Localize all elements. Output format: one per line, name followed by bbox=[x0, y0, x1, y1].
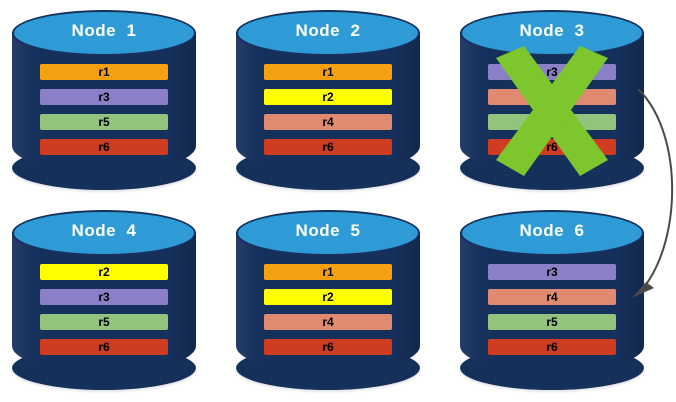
record-bar[interactable]: r1 bbox=[264, 64, 392, 80]
node-3-label: Node 3 bbox=[519, 21, 585, 40]
node-6-label: Node 6 bbox=[519, 221, 585, 240]
cylinder-top bbox=[236, 10, 420, 56]
record-bar[interactable]: r6 bbox=[40, 139, 168, 155]
record-bar[interactable]: r6 bbox=[264, 339, 392, 355]
node-5[interactable]: Node 5 r1 r2 r4 r6 bbox=[236, 210, 420, 390]
node-2-label: Node 2 bbox=[295, 21, 361, 40]
node-4-label: Node 4 bbox=[71, 221, 137, 240]
record-bar[interactable]: r1 bbox=[40, 64, 168, 80]
node-4[interactable]: Node 4 r2 r3 r5 r6 bbox=[12, 210, 196, 390]
node-4-records: r2 r3 r5 r6 bbox=[40, 264, 168, 355]
record-bar[interactable]: r2 bbox=[40, 264, 168, 280]
node-2[interactable]: Node 2 r1 r2 r4 r6 bbox=[236, 10, 420, 190]
record-bar[interactable]: r5 bbox=[488, 314, 616, 330]
record-bar[interactable]: r1 bbox=[264, 264, 392, 280]
cylinder-top bbox=[12, 210, 196, 256]
record-bar[interactable]: r3 bbox=[40, 289, 168, 305]
record-bar[interactable]: r4 bbox=[264, 114, 392, 130]
node-1-label: Node 1 bbox=[71, 21, 137, 40]
node-5-records: r1 r2 r4 r6 bbox=[264, 264, 392, 355]
node-1-records: r1 r3 r5 r6 bbox=[40, 64, 168, 155]
record-bar[interactable]: r3 bbox=[488, 64, 616, 80]
record-bar[interactable]: r2 bbox=[264, 289, 392, 305]
record-bar[interactable]: r6 bbox=[40, 339, 168, 355]
record-bar[interactable]: r2 bbox=[264, 89, 392, 105]
cylinder-top bbox=[460, 210, 644, 256]
node-6[interactable]: Node 6 r3 r4 r5 r6 bbox=[460, 210, 644, 390]
record-bar[interactable]: r6 bbox=[264, 139, 392, 155]
record-bar[interactable]: r5 bbox=[40, 314, 168, 330]
record-bar[interactable]: r4 bbox=[488, 289, 616, 305]
record-bar[interactable]: r5 bbox=[488, 114, 616, 130]
node-1[interactable]: Node 1 r1 r3 r5 r6 bbox=[12, 10, 196, 190]
record-bar[interactable]: r4 bbox=[488, 89, 616, 105]
node-6-records: r3 r4 r5 r6 bbox=[488, 264, 616, 355]
record-bar[interactable]: r4 bbox=[264, 314, 392, 330]
node-3-records: r3 r4 r5 r6 bbox=[488, 64, 616, 155]
record-bar[interactable]: r6 bbox=[488, 139, 616, 155]
cylinder-top bbox=[236, 210, 420, 256]
record-bar[interactable]: r5 bbox=[40, 114, 168, 130]
node-5-label: Node 5 bbox=[295, 221, 361, 240]
cylinder-top bbox=[12, 10, 196, 56]
node-2-records: r1 r2 r4 r6 bbox=[264, 64, 392, 155]
record-bar[interactable]: r6 bbox=[488, 339, 616, 355]
record-bar[interactable]: r3 bbox=[488, 264, 616, 280]
node-3[interactable]: Node 3 r3 r4 r5 r6 bbox=[460, 10, 644, 190]
record-bar[interactable]: r3 bbox=[40, 89, 168, 105]
